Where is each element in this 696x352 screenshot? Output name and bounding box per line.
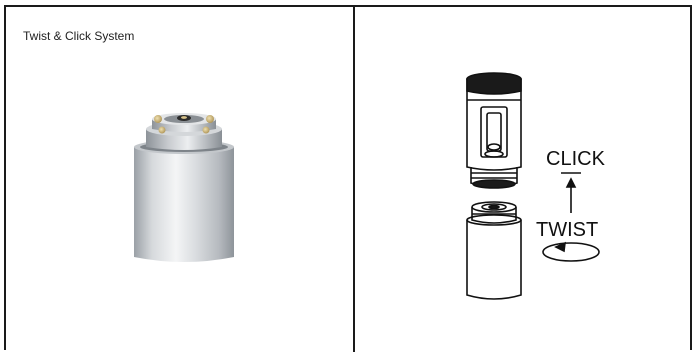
right-cell: CLICK TWIST <box>355 7 690 347</box>
twist-rotation-arrow <box>543 243 599 261</box>
cartridge-photo <box>124 111 244 271</box>
brass-pin <box>203 127 210 134</box>
lower-cartridge <box>467 202 521 299</box>
twist-label: TWIST <box>536 219 598 241</box>
upper-housing <box>467 73 521 188</box>
brass-pin <box>159 127 166 134</box>
click-arrow <box>561 173 581 213</box>
brass-pin <box>206 115 214 123</box>
twist-click-diagram: CLICK TWIST <box>355 7 690 327</box>
table-frame: Twist & Click System <box>4 5 692 350</box>
cartridge-body <box>134 147 234 262</box>
brass-pin <box>154 115 162 123</box>
panel-caption: Twist & Click System <box>23 29 134 43</box>
left-cell: Twist & Click System <box>6 7 351 347</box>
click-label: CLICK <box>546 148 606 170</box>
